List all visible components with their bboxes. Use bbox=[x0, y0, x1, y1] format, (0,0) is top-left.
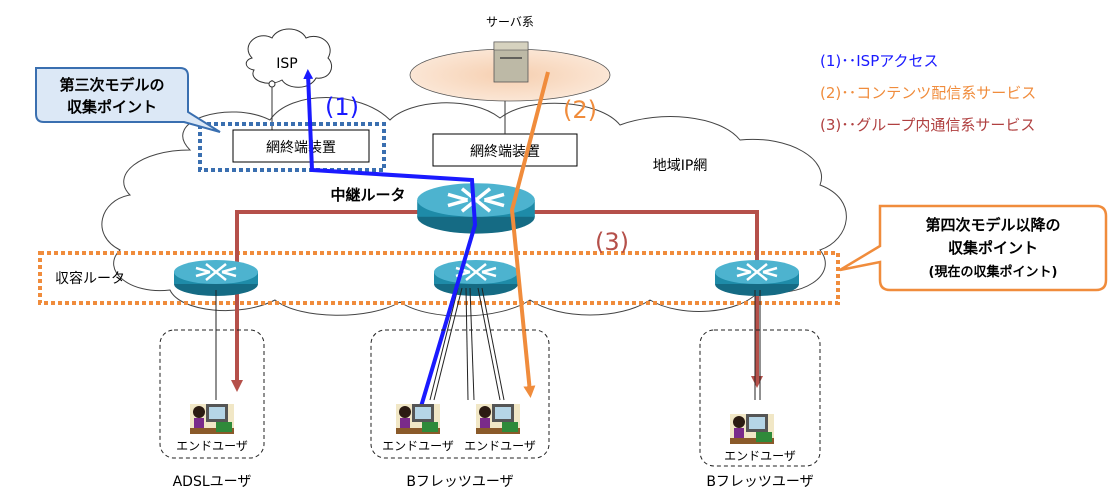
legend: (1)･･ISPアクセス (2)･･コンテンツ配信系サービス (3)･･グループ… bbox=[820, 52, 1036, 134]
server: サーバ系 bbox=[409, 15, 611, 102]
access-links bbox=[215, 287, 761, 401]
end-user-label: エンドユーザ bbox=[176, 439, 248, 453]
bflets-users-label-center: Bフレッツユーザ bbox=[406, 474, 513, 490]
adsl-users-label: ADSLユーザ bbox=[173, 474, 252, 490]
regional-ip-network-label: 地域IP網 bbox=[653, 158, 708, 174]
path-1-label: (1) bbox=[325, 93, 359, 121]
path-1-isp-access bbox=[303, 69, 478, 411]
third-model-callout-line1: 第三次モデルの bbox=[59, 76, 164, 94]
nte-left: 網終端装置 bbox=[232, 129, 370, 163]
nte-right-label: 網終端装置 bbox=[470, 144, 540, 160]
fourth-model-callout: 第四次モデル以降の 収集ポイント (現在の収集ポイント) bbox=[839, 204, 1108, 292]
bflets-users-label-right: Bフレッツユーザ bbox=[706, 474, 813, 490]
nte-right: 網終端装置 bbox=[432, 133, 578, 167]
access-router-right bbox=[713, 258, 801, 298]
end-user-icon bbox=[730, 414, 774, 444]
isp-label: ISP bbox=[276, 56, 297, 72]
end-user-label: エンドユーザ bbox=[382, 439, 454, 453]
third-model-callout: 第三次モデルの 収集ポイント bbox=[35, 67, 221, 133]
access-router-label: 収容ルータ bbox=[55, 270, 125, 287]
path-2-label: (2) bbox=[563, 96, 597, 124]
fourth-model-collection-box bbox=[38, 251, 840, 305]
fourth-model-callout-line1: 第四次モデル以降の bbox=[925, 216, 1060, 234]
legend-item-3: (3)･･グループ内通信系サービス bbox=[820, 116, 1035, 134]
third-model-collection-box bbox=[198, 122, 386, 172]
access-router-center bbox=[432, 258, 520, 298]
user-group-adsl bbox=[159, 329, 265, 459]
path-2-content-delivery bbox=[509, 71, 550, 398]
end-user-icon bbox=[476, 404, 520, 434]
end-user-icon bbox=[396, 404, 440, 434]
fourth-model-callout-line3: (現在の収集ポイント) bbox=[929, 264, 1058, 280]
nte-left-label: 網終端装置 bbox=[266, 140, 336, 156]
third-model-callout-line2: 収集ポイント bbox=[67, 98, 157, 116]
relay-router-label: 中継ルータ bbox=[330, 186, 405, 204]
fourth-model-callout-line2: 収集ポイント bbox=[948, 239, 1038, 257]
end-user-label: エンドユーザ bbox=[464, 439, 536, 453]
legend-item-1: (1)･･ISPアクセス bbox=[820, 52, 939, 70]
end-user-label: エンドユーザ bbox=[724, 449, 796, 463]
path-3-label: (3) bbox=[595, 228, 629, 256]
end-user-icon bbox=[190, 404, 234, 434]
server-label: サーバ系 bbox=[486, 15, 534, 29]
legend-item-2: (2)･･コンテンツ配信系サービス bbox=[820, 84, 1036, 102]
user-group-bflets-right bbox=[699, 329, 821, 467]
